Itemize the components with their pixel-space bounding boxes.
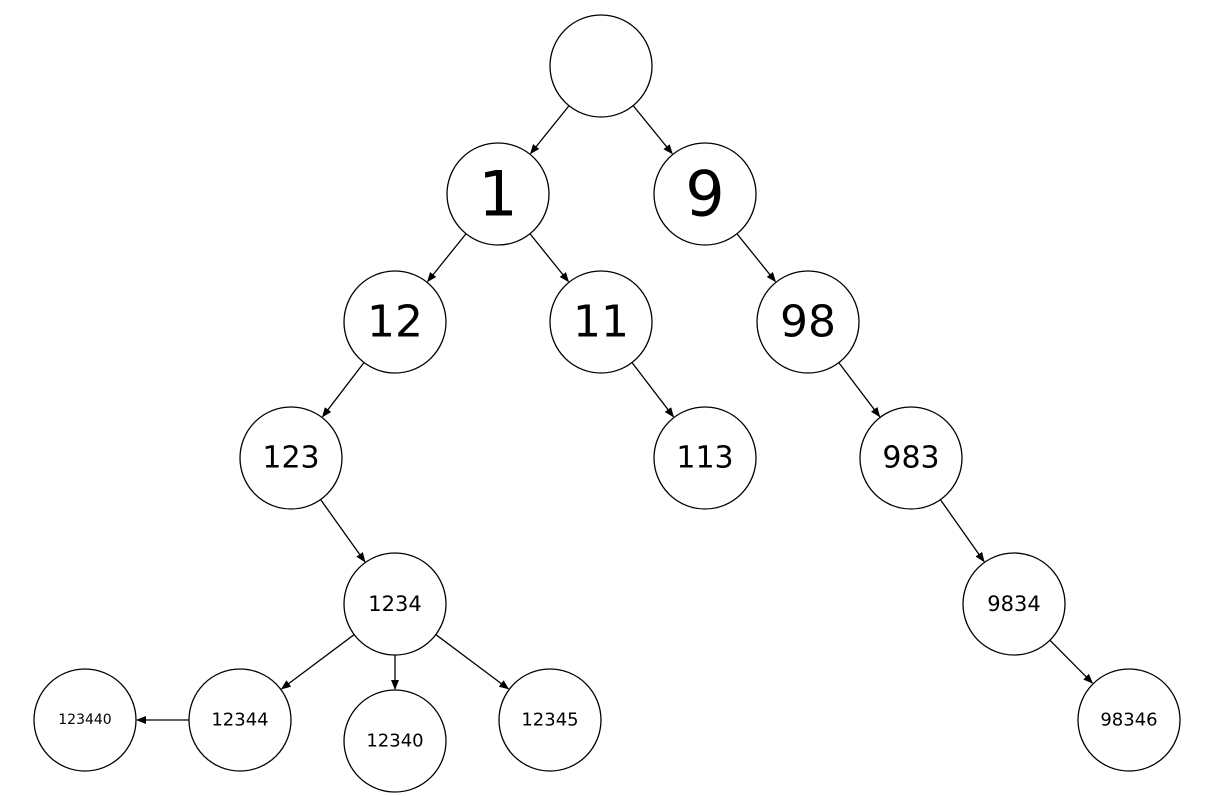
node-circle (549, 14, 653, 118)
node-circle (962, 552, 1066, 656)
node-label: 123 (262, 441, 319, 476)
node-circle (653, 406, 757, 510)
edge-arrow-n1-to-n11 (529, 233, 570, 283)
edges (136, 105, 1094, 724)
edge-arrow-n11-to-n113 (631, 362, 675, 418)
edge-arrow-n98-to-n983 (838, 362, 881, 418)
node-label: 113 (676, 441, 733, 476)
trie-node-n11: 11 (549, 270, 653, 374)
node-circle (188, 668, 292, 772)
node-circle (343, 552, 447, 656)
trie-node-n123: 123 (239, 406, 343, 510)
node-label: 11 (573, 297, 629, 348)
node-label: 1234 (368, 592, 421, 616)
edge-arrow-n9834-to-n98346 (1049, 639, 1094, 684)
edge-arrow-n1234-to-n12345 (435, 634, 510, 690)
nodes: 1 9 12 11 98 123 113 983 1234 9834 123440 12344 1234… (33, 14, 1181, 793)
node-circle (1077, 668, 1181, 772)
node-label: 1 (478, 158, 517, 231)
trie-node-n12344: 12344 (188, 668, 292, 772)
node-label: 98 (780, 297, 836, 348)
node-circle (498, 668, 602, 772)
edge-arrow-n9-to-n98 (736, 233, 777, 283)
node-circle (859, 406, 963, 510)
trie-node-n1234: 1234 (343, 552, 447, 656)
edge-arrow-root-to-n9 (632, 105, 673, 155)
trie-node-n113: 113 (653, 406, 757, 510)
node-circle (549, 270, 653, 374)
trie-node-root (549, 14, 653, 118)
node-circle (343, 689, 447, 793)
trie-node-n9: 9 (653, 142, 757, 246)
trie-node-n12340: 12340 (343, 689, 447, 793)
node-circle (343, 270, 447, 374)
node-label: 983 (882, 441, 939, 476)
trie-node-n983: 983 (859, 406, 963, 510)
trie-node-n1: 1 (446, 142, 550, 246)
edge-arrow-n1-to-n12 (426, 233, 467, 283)
node-label: 98346 (1100, 710, 1157, 731)
trie-node-n98346: 98346 (1077, 668, 1181, 772)
node-label: 12 (367, 297, 423, 348)
node-label: 9 (685, 158, 724, 231)
node-label: 12340 (366, 731, 423, 752)
trie-node-n12345: 12345 (498, 668, 602, 772)
node-circle (653, 142, 757, 246)
node-label: 123440 (58, 712, 111, 728)
node-label: 9834 (987, 592, 1040, 616)
node-label: 12345 (521, 710, 578, 731)
edge-arrow-n1234-to-n12344 (280, 634, 355, 690)
trie-node-n9834: 9834 (962, 552, 1066, 656)
edge-arrow-n123-to-n1234 (320, 499, 366, 563)
node-circle (33, 668, 137, 772)
trie-node-n12: 12 (343, 270, 447, 374)
edge-arrow-root-to-n1 (529, 105, 570, 155)
node-circle (446, 142, 550, 246)
edge-arrow-n12-to-n123 (321, 362, 365, 418)
node-circle (239, 406, 343, 510)
node-circle (756, 270, 860, 374)
trie-node-n123440: 123440 (33, 668, 137, 772)
node-label: 12344 (211, 710, 268, 731)
trie-node-n98: 98 (756, 270, 860, 374)
edge-arrow-n983-to-n9834 (939, 499, 985, 563)
